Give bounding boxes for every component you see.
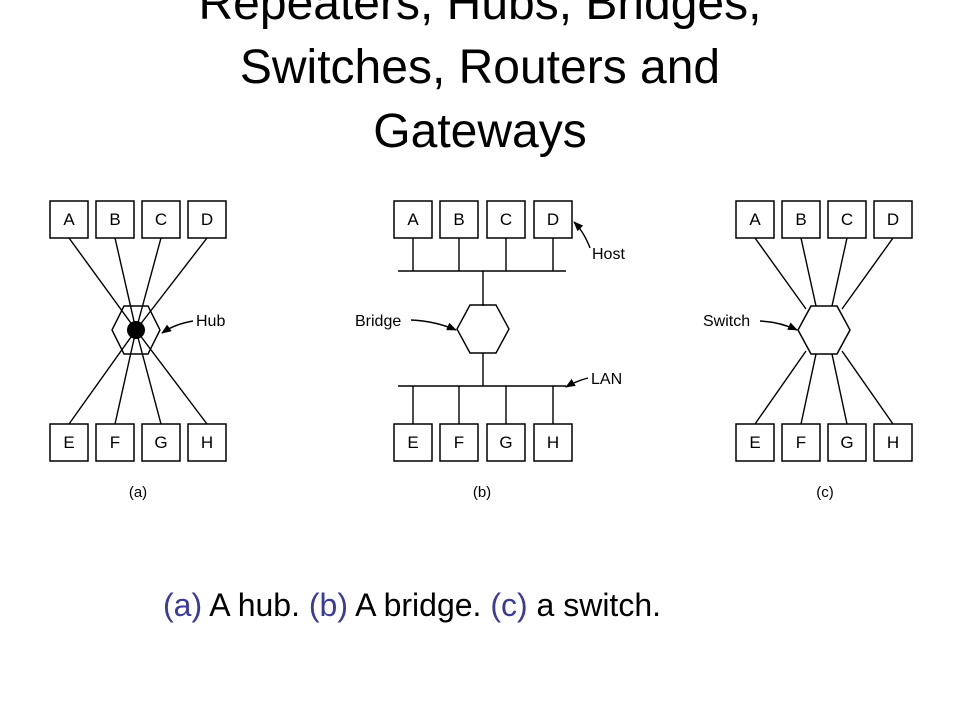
- caption-text-c: a switch.: [527, 587, 661, 623]
- host-box: D: [187, 200, 227, 239]
- host-label: C: [155, 210, 167, 229]
- title-line: Repeaters, Hubs, Bridges,: [198, 0, 762, 30]
- host-label: F: [454, 433, 464, 452]
- host-box: F: [95, 423, 135, 462]
- title-line: Gateways: [373, 105, 587, 158]
- top-hosts: A B C D: [49, 200, 227, 239]
- hub-hexagon: [111, 305, 161, 355]
- host-label: A: [407, 210, 419, 229]
- host-label: F: [796, 433, 806, 452]
- figure-caption: (a) A hub. (b) A bridge. (c) a switch.: [163, 585, 661, 625]
- subfigure-label: (a): [129, 484, 147, 501]
- host-label: H: [547, 433, 559, 452]
- lower-lan: [398, 385, 566, 424]
- host-box: G: [827, 423, 867, 462]
- host-label: B: [795, 210, 806, 229]
- host-box: C: [141, 200, 181, 239]
- host-label: A: [749, 210, 761, 229]
- host-label: G: [499, 433, 512, 452]
- bridge-pointer-arrow: [410, 319, 457, 331]
- top-hosts: A B C D: [735, 200, 913, 239]
- host-label: E: [749, 433, 760, 452]
- subfigure-label: (c): [816, 484, 834, 501]
- switch-label: Switch: [703, 313, 750, 330]
- host-box: B: [95, 200, 135, 239]
- host-label: H: [887, 433, 899, 452]
- host-box: A: [393, 200, 433, 239]
- host-label: D: [201, 210, 213, 229]
- host-box: F: [781, 423, 821, 462]
- host-box: B: [781, 200, 821, 239]
- host-label: B: [109, 210, 120, 229]
- switch-wires: [754, 237, 894, 425]
- host-label: G: [154, 433, 167, 452]
- host-box: H: [533, 423, 573, 462]
- host-box: A: [735, 200, 775, 239]
- bottom-hosts: E F G H: [393, 423, 573, 462]
- host-label: C: [841, 210, 853, 229]
- switch-pointer-arrow: [759, 320, 798, 331]
- caption-tag-a: (a): [163, 587, 203, 623]
- host-label: C: [500, 210, 512, 229]
- hub-wires: [68, 237, 208, 425]
- panel-bridge: A B C D E F G H Host Bridge LAN (b): [355, 200, 625, 501]
- hub-label: Hub: [196, 313, 225, 330]
- host-box: H: [873, 423, 913, 462]
- caption-text-b: A bridge.: [347, 587, 491, 623]
- hub-dot: [127, 321, 145, 339]
- title-line: Switches, Routers and: [239, 41, 721, 94]
- lan-pointer-arrow: [565, 377, 589, 388]
- host-box: C: [827, 200, 867, 239]
- host-label: F: [110, 433, 120, 452]
- caption-tag-c: (c): [490, 587, 528, 623]
- host-label: E: [63, 433, 74, 452]
- host-box: B: [439, 200, 479, 239]
- host-box: D: [533, 200, 573, 239]
- top-hosts: A B C D: [393, 200, 573, 239]
- panel-switch: A B C D E F G H Switch (c): [703, 200, 913, 501]
- host-label: D: [547, 210, 559, 229]
- host-box: D: [873, 200, 913, 239]
- caption-tag-b: (b): [308, 587, 348, 623]
- host-box: F: [439, 423, 479, 462]
- host-label: H: [201, 433, 213, 452]
- panel-hub: A B C D E F G H Hub (a): [49, 200, 227, 501]
- host-pointer-arrow: [573, 221, 591, 249]
- subfigure-label: (b): [473, 484, 491, 501]
- upper-lan: [398, 238, 566, 272]
- host-pointer-label: Host: [592, 246, 625, 263]
- host-box: H: [187, 423, 227, 462]
- host-label: A: [63, 210, 75, 229]
- host-box: E: [49, 423, 89, 462]
- host-box: C: [486, 200, 526, 239]
- switch-hexagon: [797, 305, 851, 355]
- host-box: G: [141, 423, 181, 462]
- caption-text-a: A hub.: [202, 587, 309, 623]
- host-label: B: [453, 210, 464, 229]
- host-label: E: [407, 433, 418, 452]
- lan-pointer-label: LAN: [591, 371, 622, 388]
- bottom-hosts: E F G H: [49, 423, 227, 462]
- host-box: E: [393, 423, 433, 462]
- host-box: A: [49, 200, 89, 239]
- slide-title: Repeaters, Hubs, Bridges, Switches, Rout…: [0, 0, 960, 164]
- bridge-label: Bridge: [355, 313, 401, 330]
- host-box: E: [735, 423, 775, 462]
- hub-pointer-arrow: [161, 320, 194, 334]
- bottom-hosts: E F G H: [735, 423, 913, 462]
- host-label: D: [887, 210, 899, 229]
- bridge-hexagon: [456, 304, 510, 354]
- host-label: G: [840, 433, 853, 452]
- host-box: G: [486, 423, 526, 462]
